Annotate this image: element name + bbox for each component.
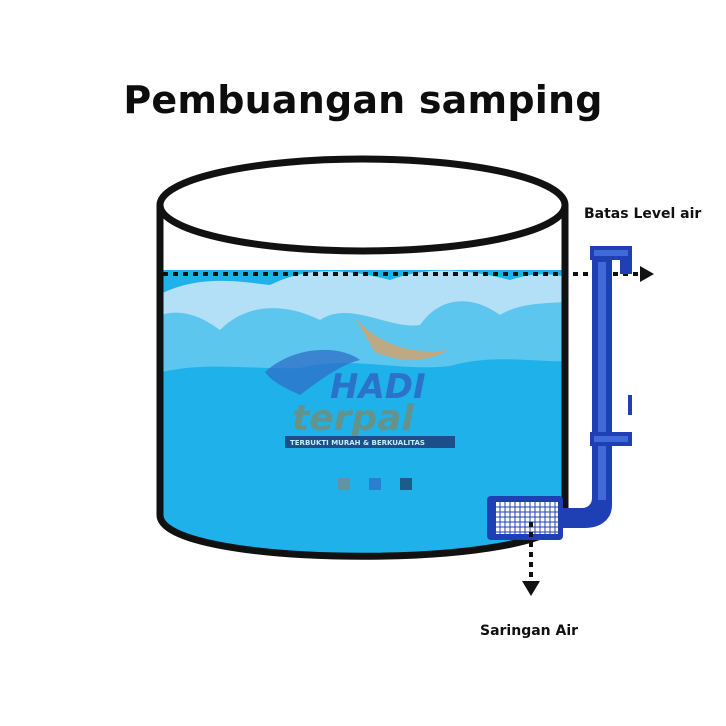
water-level-line — [163, 266, 654, 282]
water-level-limit-label: Batas Level air — [584, 206, 702, 222]
brand-tagline: TERBUKTI MURAH & BERKUALITAS — [290, 439, 425, 447]
water-wave-mid — [160, 300, 565, 380]
roof-emblem-icon — [355, 318, 450, 360]
brand-watermark-logo: HADI terpal TERBUKTI MURAH & BERKUALITAS — [265, 318, 455, 490]
brand-line2: terpal — [292, 398, 414, 439]
brand-line1: HADI — [330, 367, 426, 407]
fish-emblem-icon — [265, 349, 360, 395]
arrow-down-icon — [522, 581, 540, 596]
overflow-pipe — [500, 246, 632, 528]
arrow-right-icon — [640, 266, 654, 282]
diagram-title: Pembuangan samping — [123, 78, 603, 122]
water-wave-front — [160, 359, 565, 557]
water-filter-label: Saringan Air — [480, 623, 579, 639]
drain-arrow — [522, 522, 540, 596]
filter-screen-icon — [487, 496, 563, 540]
water-body — [160, 270, 565, 557]
